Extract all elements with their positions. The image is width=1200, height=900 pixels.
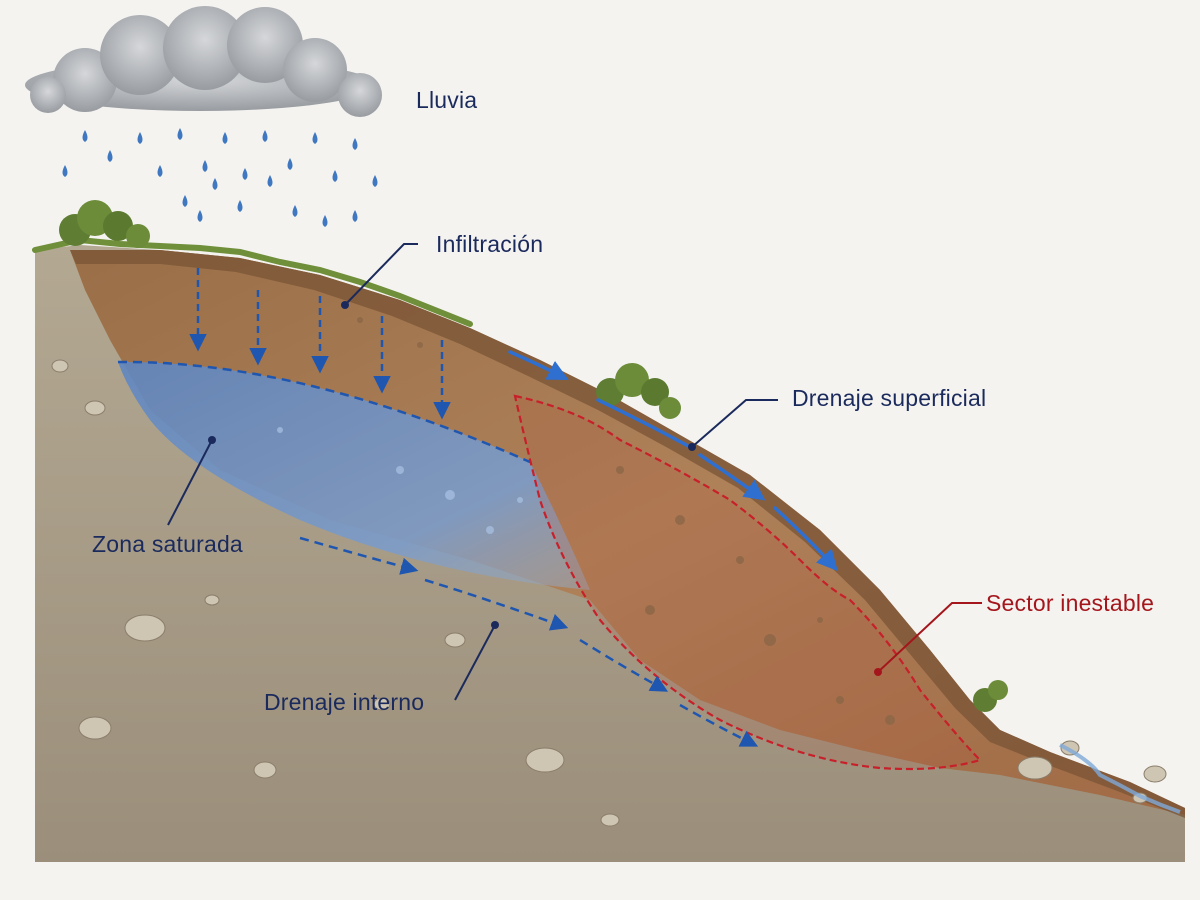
internal-drainage-arrow [424,578,569,631]
leader-infiltration-dot [341,301,349,309]
saturated-zone [118,361,590,590]
leader-surface-drainage-dot [688,443,696,451]
surface-grass [32,236,473,327]
toe-stream [1059,743,1181,814]
label-infiltration: Infiltración [436,231,543,257]
surface-drainage-arrows [508,350,838,572]
leader-saturated-zone [167,439,213,526]
label-unstable-sector: Sector inestable [986,590,1154,616]
water-bubbles [277,427,523,534]
pebbles [51,359,1167,827]
surface-drainage-arrow [508,350,569,380]
soil-layer [70,250,1185,815]
surface-drainage-arrow [698,453,766,501]
label-saturated-zone: Zona saturada [92,531,243,557]
soil-pebbles [357,317,895,725]
surface-drainage-arrow [596,398,692,449]
rain-drops [62,128,378,227]
leader-internal-drainage [454,624,496,701]
surface-drainage-arrow [773,506,838,572]
leader-lines [167,243,982,701]
internal-drainage-arrow [679,703,759,747]
rain-cloud [25,6,382,117]
internal-drainage-arrow [299,536,419,575]
leader-surface-drainage [691,399,778,448]
leader-internal-drainage-dot [491,621,499,629]
infiltration-arrows [189,268,451,420]
shrub-slope [596,363,681,419]
internal-drainage-arrows [299,536,759,747]
shrub-top-left [59,200,150,248]
leader-unstable-sector [877,602,982,673]
label-internal-drainage: Drenaje interno [264,689,424,715]
leader-unstable-sector-dot [874,668,882,676]
leader-infiltration [344,243,418,306]
water-table-line [117,360,531,464]
label-rain: Lluvia [416,87,477,113]
unstable-sector-outline [513,394,983,771]
shrub-toe [973,680,1008,712]
internal-drainage-arrow [579,638,669,692]
topsoil-band [70,250,1185,818]
label-surface-drainage: Drenaje superficial [792,385,986,411]
leader-saturated-zone-dot [208,436,216,444]
